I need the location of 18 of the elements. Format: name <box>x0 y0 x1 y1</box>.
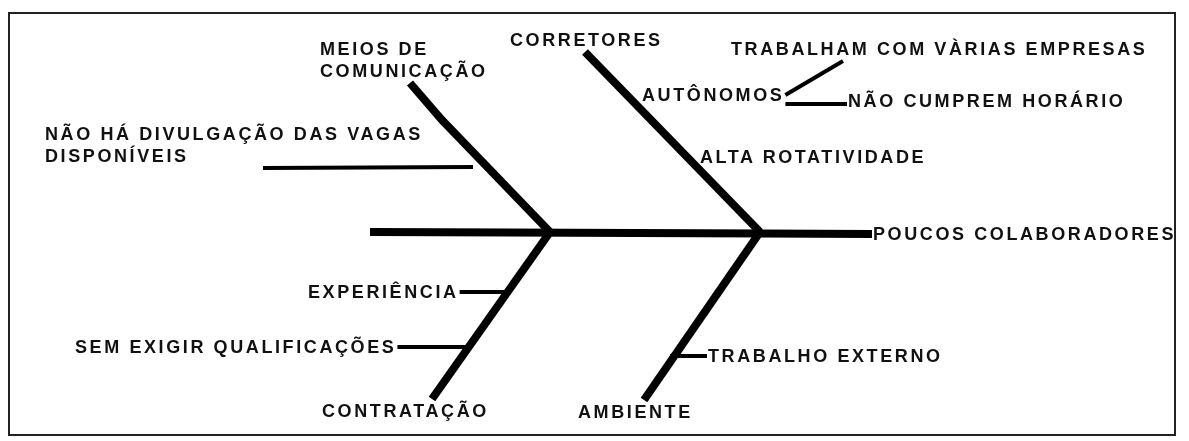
cause-label: AUTÔNOMOS <box>642 84 785 106</box>
cause-label: TRABALHO EXTERNO <box>708 345 943 367</box>
cause-line <box>263 165 473 170</box>
cause-label: ALTA ROTATIVIDADE <box>700 146 927 168</box>
cause-label: MEIOS DE COMUNICAÇÃO <box>320 38 505 82</box>
cause-line <box>785 102 847 106</box>
cause-label: TRABALHAM COM VÀRIAS EMPRESAS <box>731 38 1148 60</box>
cause-line <box>784 59 844 97</box>
cause-label: AMBIENTE <box>578 401 693 423</box>
cause-label: CORRETORES <box>510 29 663 51</box>
cause-label: EXPERIÊNCIA <box>308 281 459 303</box>
cause-line <box>459 290 508 294</box>
cause-line <box>670 354 707 358</box>
cause-label: POUCOS COLABORADORES <box>873 223 1176 245</box>
cause-label: SEM EXIGIR QUALIFICAÇÕES <box>75 336 397 358</box>
cause-label: NÃO HÁ DIVULGAÇÃO DAS VAGAS DISPONÍVEIS <box>45 123 450 167</box>
cause-label: NÃO CUMPREM HORÁRIO <box>848 90 1126 112</box>
cause-label: CONTRATAÇÃO <box>322 400 489 422</box>
